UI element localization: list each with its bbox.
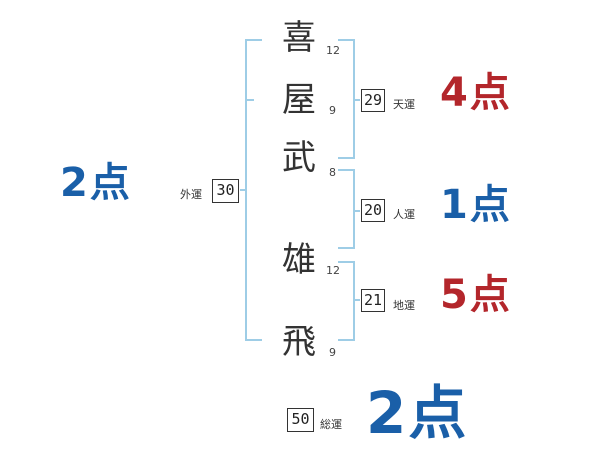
tenun-bracket: [338, 39, 355, 159]
gaiun-score: 2点: [60, 160, 132, 206]
tenun-label: 天運: [393, 98, 415, 111]
char-3-strokes: 8: [329, 166, 336, 179]
tenun-score: 4点: [440, 70, 512, 116]
jinun-label: 人運: [393, 208, 415, 221]
chiun-label: 地運: [393, 299, 415, 312]
char-4-strokes: 12: [326, 264, 340, 277]
jinun-bracket: [338, 169, 355, 249]
souun-score: 2点: [366, 379, 469, 447]
chiun-bracket: [338, 261, 355, 341]
gaiun-bracket: [245, 39, 262, 341]
gaiun-value: 30: [212, 179, 239, 203]
jinun-value: 20: [361, 199, 385, 222]
char-2: 屋: [282, 80, 316, 120]
tenun-value: 29: [361, 89, 385, 112]
char-1-strokes: 12: [326, 44, 340, 57]
jinun-score: 1点: [440, 182, 512, 228]
souun-value: 50: [287, 408, 314, 432]
char-2-strokes: 9: [329, 104, 336, 117]
char-1: 喜: [282, 18, 316, 58]
char-5-strokes: 9: [329, 346, 336, 359]
gaiun-label: 外運: [180, 188, 202, 201]
souun-label: 総運: [320, 418, 342, 431]
char-4: 雄: [282, 240, 316, 280]
char-3: 武: [282, 138, 316, 178]
chiun-value: 21: [361, 289, 385, 312]
char-5: 飛: [282, 322, 316, 362]
chiun-score: 5点: [440, 272, 512, 318]
